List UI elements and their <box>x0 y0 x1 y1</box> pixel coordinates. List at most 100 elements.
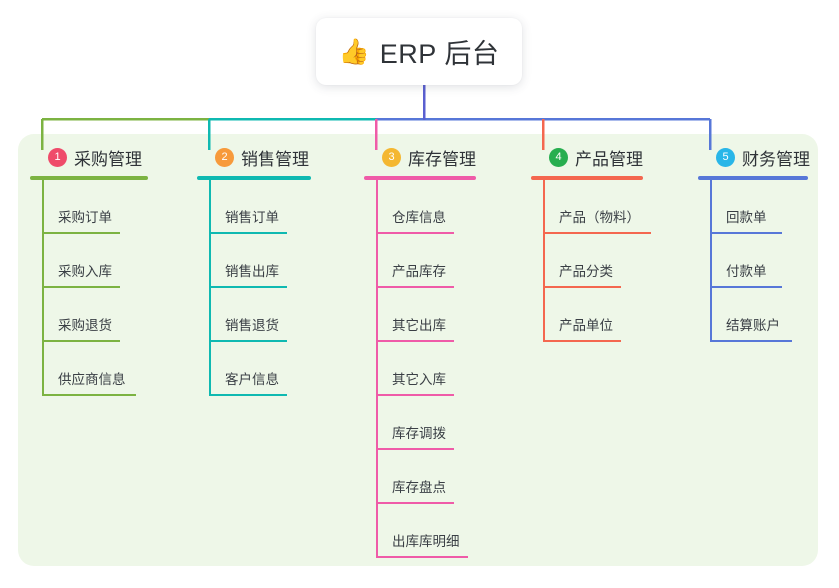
leaf-item-label: 其它入库 <box>392 372 446 387</box>
thumbs-up-icon: 👍 <box>338 37 370 66</box>
leaf-item-label: 供应商信息 <box>58 372 126 387</box>
leaf-item-underline <box>209 394 287 396</box>
leaf-item-underline <box>42 340 120 342</box>
column-header-underline <box>698 176 808 180</box>
leaf-item-label: 产品分类 <box>559 264 613 279</box>
leaf-item-label: 仓库信息 <box>392 210 446 225</box>
column-title: 产品管理 <box>575 149 643 169</box>
column-3: 3 库存管理仓库信息产品库存其它出库其它入库库存调拨库存盘点出库库明细 <box>364 144 476 558</box>
leaf-item[interactable]: 其它出库 <box>364 288 476 342</box>
leaf-item-underline <box>543 232 651 234</box>
leaf-item-label: 采购订单 <box>58 210 112 225</box>
leaf-item-underline <box>209 232 287 234</box>
leaf-item-label: 产品（物料） <box>559 210 640 225</box>
leaf-item-label: 出库库明细 <box>392 534 460 549</box>
column-title: 库存管理 <box>408 149 476 169</box>
leaf-item-underline <box>376 286 454 288</box>
leaf-item[interactable]: 库存盘点 <box>364 450 476 504</box>
column-spine <box>710 180 712 340</box>
leaf-item-underline <box>376 232 454 234</box>
column-header-underline <box>364 176 476 180</box>
leaf-item-underline <box>543 340 621 342</box>
leaf-item-label: 付款单 <box>726 264 767 279</box>
leaf-item[interactable]: 结算账户 <box>698 288 810 342</box>
leaf-item-underline <box>710 232 782 234</box>
column-title: 财务管理 <box>742 149 810 169</box>
leaf-item[interactable]: 产品（物料） <box>531 180 651 234</box>
leaf-item-label: 销售出库 <box>225 264 279 279</box>
number-badge-icon: 4 <box>549 147 568 167</box>
leaf-item[interactable]: 采购订单 <box>30 180 148 234</box>
column-1: 1 采购管理采购订单采购入库采购退货供应商信息 <box>30 144 148 396</box>
number-badge-icon: 2 <box>215 147 234 167</box>
leaf-item[interactable]: 付款单 <box>698 234 810 288</box>
leaf-item[interactable]: 采购入库 <box>30 234 148 288</box>
leaf-item-underline <box>543 286 621 288</box>
column-items: 销售订单销售出库销售退货客户信息 <box>197 180 311 396</box>
column-header-2[interactable]: 2 销售管理 <box>197 144 311 170</box>
number-badge-icon: 5 <box>716 147 735 167</box>
column-items: 采购订单采购入库采购退货供应商信息 <box>30 180 148 396</box>
leaf-item-underline <box>710 340 792 342</box>
leaf-item[interactable]: 回款单 <box>698 180 810 234</box>
leaf-item[interactable]: 仓库信息 <box>364 180 476 234</box>
leaf-item[interactable]: 采购退货 <box>30 288 148 342</box>
leaf-item-underline <box>376 394 454 396</box>
column-title: 销售管理 <box>241 149 309 169</box>
leaf-item-underline <box>376 502 454 504</box>
leaf-item-underline <box>209 340 287 342</box>
root-node[interactable]: 👍 ERP 后台 <box>316 18 522 85</box>
leaf-item-label: 销售订单 <box>225 210 279 225</box>
column-items: 仓库信息产品库存其它出库其它入库库存调拨库存盘点出库库明细 <box>364 180 476 558</box>
column-header-underline <box>30 176 148 180</box>
leaf-item-underline <box>42 394 136 396</box>
column-spine <box>209 180 211 394</box>
leaf-item-label: 库存盘点 <box>392 480 446 495</box>
number-badge-icon: 1 <box>48 147 67 167</box>
leaf-item-underline <box>42 232 120 234</box>
leaf-item[interactable]: 库存调拨 <box>364 396 476 450</box>
column-items: 回款单付款单结算账户 <box>698 180 810 342</box>
leaf-item[interactable]: 其它入库 <box>364 342 476 396</box>
leaf-item-underline <box>209 286 287 288</box>
column-items: 产品（物料） 产品分类产品单位 <box>531 180 651 342</box>
leaf-item-underline <box>710 286 782 288</box>
column-title: 采购管理 <box>74 149 142 169</box>
column-header-underline <box>197 176 311 180</box>
leaf-item-label: 结算账户 <box>726 318 780 333</box>
leaf-item-underline <box>42 286 120 288</box>
leaf-item-label: 销售退货 <box>225 318 279 333</box>
leaf-item-underline <box>376 340 454 342</box>
root-title: ERP 后台 <box>379 39 500 69</box>
column-header-underline <box>531 176 643 180</box>
leaf-item-label: 客户信息 <box>225 372 279 387</box>
leaf-item[interactable]: 出库库明细 <box>364 504 476 558</box>
leaf-item[interactable]: 产品库存 <box>364 234 476 288</box>
diagram-panel <box>18 134 818 566</box>
leaf-item[interactable]: 客户信息 <box>197 342 311 396</box>
column-spine <box>543 180 545 340</box>
leaf-item-label: 库存调拨 <box>392 426 446 441</box>
column-header-5[interactable]: 5 财务管理 <box>698 144 810 170</box>
column-4: 4 产品管理产品（物料） 产品分类产品单位 <box>531 144 651 342</box>
leaf-item-label: 产品库存 <box>392 264 446 279</box>
leaf-item-underline <box>376 556 468 558</box>
leaf-item[interactable]: 产品单位 <box>531 288 643 342</box>
leaf-item-underline <box>376 448 454 450</box>
number-badge-icon: 3 <box>382 147 401 167</box>
leaf-item[interactable]: 销售退货 <box>197 288 311 342</box>
column-2: 2 销售管理销售订单销售出库销售退货客户信息 <box>197 144 311 396</box>
column-header-1[interactable]: 1 采购管理 <box>30 144 148 170</box>
column-header-3[interactable]: 3 库存管理 <box>364 144 476 170</box>
leaf-item[interactable]: 销售出库 <box>197 234 311 288</box>
column-header-4[interactable]: 4 产品管理 <box>531 144 643 170</box>
leaf-item-label: 采购入库 <box>58 264 112 279</box>
leaf-item-label: 回款单 <box>726 210 767 225</box>
leaf-item[interactable]: 供应商信息 <box>30 342 148 396</box>
column-spine <box>376 180 378 556</box>
column-spine <box>42 180 44 394</box>
leaf-item[interactable]: 销售订单 <box>197 180 311 234</box>
leaf-item-label: 采购退货 <box>58 318 112 333</box>
leaf-item[interactable]: 产品分类 <box>531 234 643 288</box>
